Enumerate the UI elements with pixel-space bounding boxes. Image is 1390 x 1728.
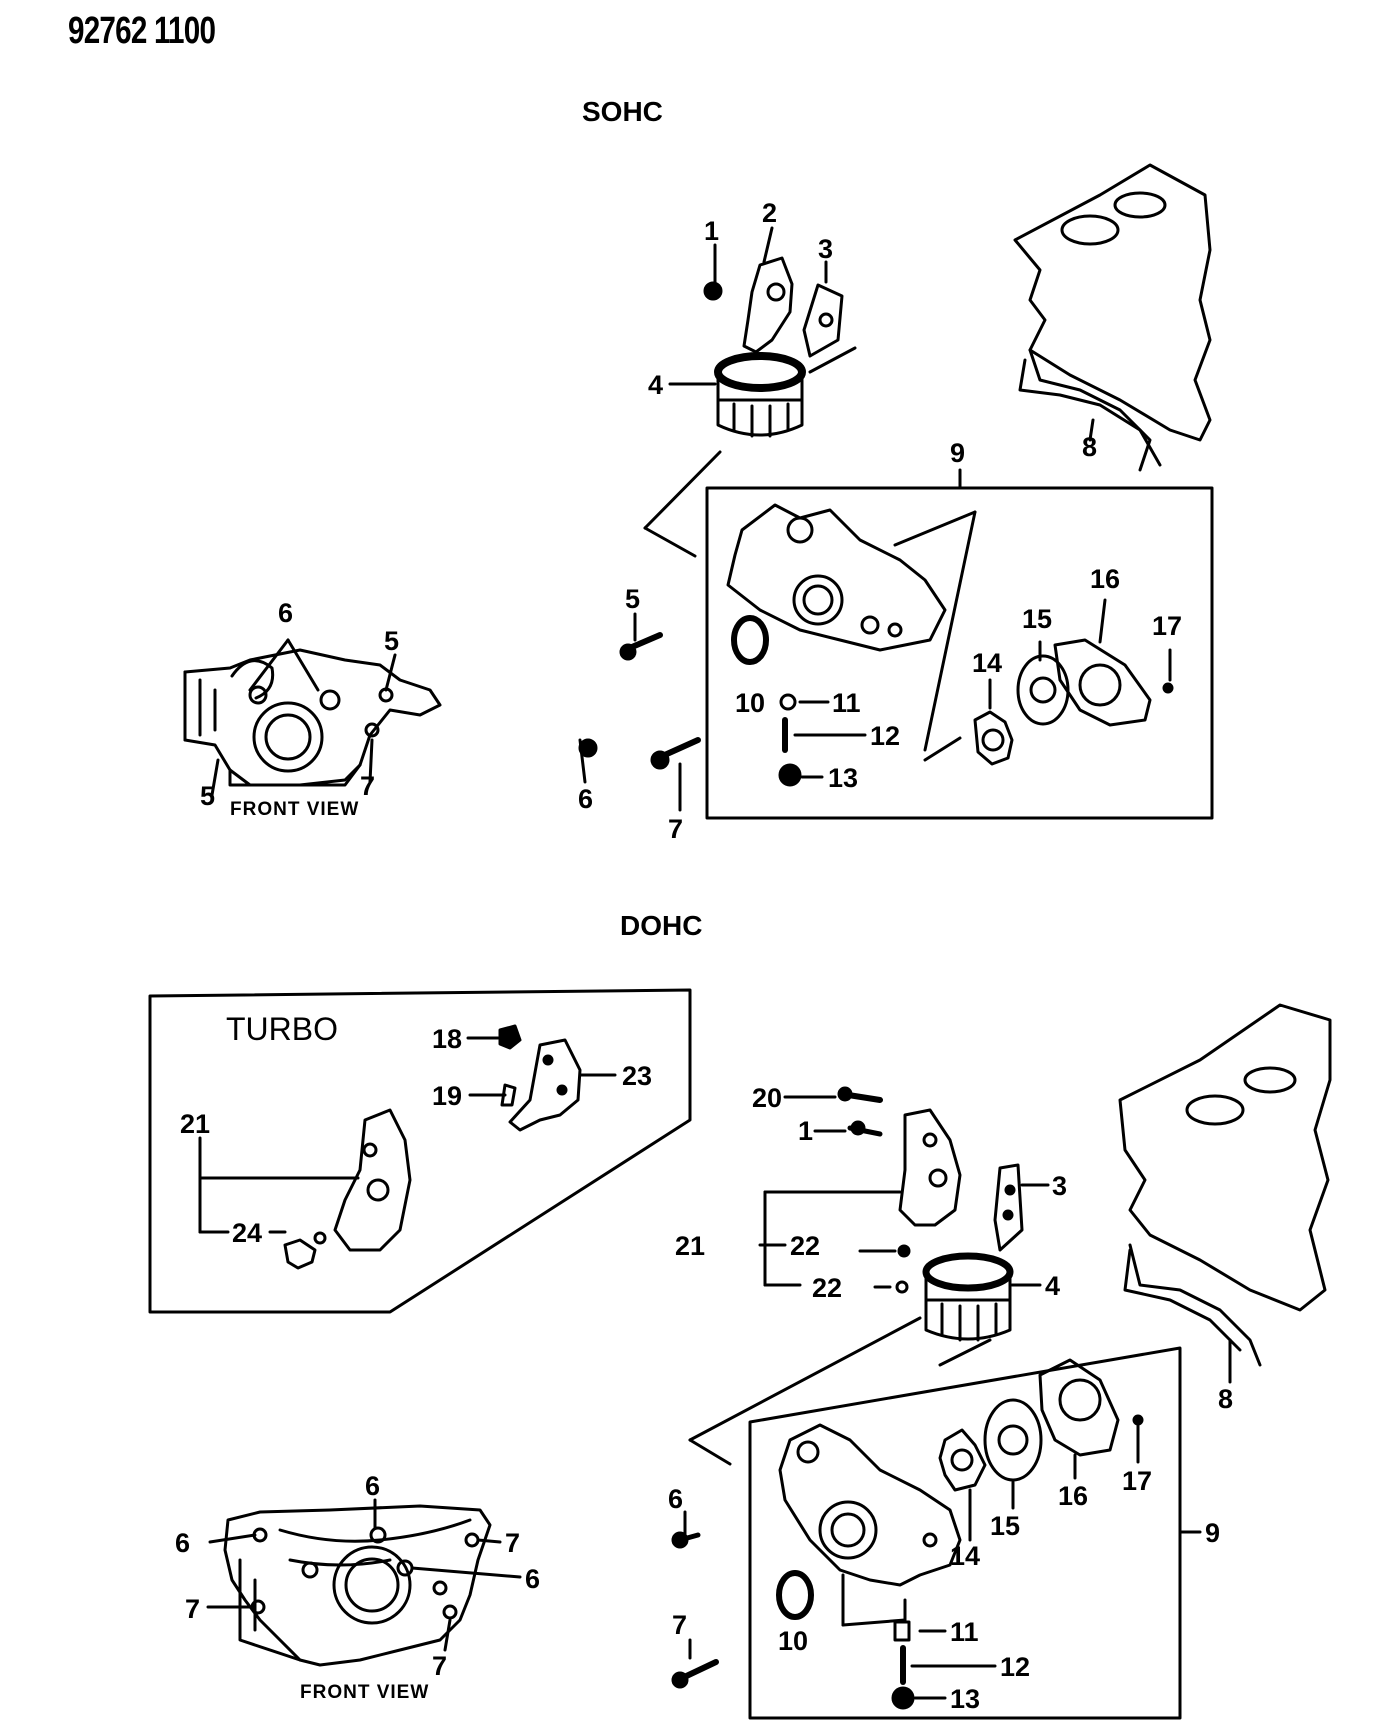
sohc-callout-15: 15 — [1022, 604, 1052, 634]
dohc-callout-20: 20 — [752, 1083, 782, 1113]
diagram-code: 92762 1100 — [68, 10, 216, 52]
dohc-part-9-box — [748, 1346, 1182, 1720]
dohc-callout-16: 16 — [1058, 1481, 1088, 1511]
sohc-part-1-bolt — [703, 243, 723, 301]
sohc-callout-5b: 5 — [384, 626, 399, 656]
sohc-parts-11-13 — [778, 693, 867, 787]
sohc-callout-4: 4 — [648, 370, 663, 400]
sohc-callout-7b: 7 — [668, 814, 683, 844]
sohc-callout-3: 3 — [818, 234, 833, 264]
sohc-callout-1: 1 — [704, 216, 719, 246]
sohc-part-8-engine-block — [1013, 163, 1212, 472]
dohc-callout-13: 13 — [950, 1684, 980, 1714]
dohc-callout-8: 8 — [1218, 1384, 1233, 1414]
sohc-callout-12: 12 — [870, 721, 900, 751]
dohc-callout-1: 1 — [798, 1116, 813, 1146]
dohc-part-20-1-bolts — [783, 1086, 883, 1137]
sohc-bolts-5-6-7 — [578, 612, 701, 812]
dohc-part-21-bracket — [758, 1108, 962, 1294]
dohc-callout-6a: 6 — [365, 1471, 380, 1501]
dohc-callout-9: 9 — [1205, 1518, 1220, 1548]
dohc-parts-14-17 — [938, 1358, 1144, 1542]
turbo-parts-drawing — [198, 1024, 617, 1270]
sohc-callout-16: 16 — [1090, 564, 1120, 594]
sohc-front-view-drawing — [183, 638, 442, 797]
dohc-part-8-engine-block — [1118, 1003, 1332, 1384]
dohc-callout-21a: 21 — [180, 1109, 210, 1139]
dohc-oil-pump-housing — [778, 1423, 962, 1587]
sohc-callout-9: 9 — [950, 438, 965, 468]
sohc-part-3-gasket — [802, 260, 844, 358]
dohc-part-4-oil-filter — [688, 1252, 1042, 1466]
turbo-inset-box — [148, 988, 692, 1314]
sohc-callout-5a: 5 — [625, 584, 640, 614]
dohc-callout-10: 10 — [778, 1626, 808, 1656]
dohc-parts-10-13 — [776, 1570, 997, 1710]
dohc-callout-11: 11 — [950, 1617, 979, 1647]
sohc-callout-7a: 7 — [360, 771, 375, 801]
dohc-callout-6c: 6 — [525, 1564, 540, 1594]
callout-labels: 1 2 3 4 5 5 5 6 6 6 7 7 8 9 10 11 12 13 … — [175, 198, 1233, 1714]
dohc-part-3-gasket — [993, 1163, 1050, 1252]
dohc-callout-18: 18 — [432, 1024, 462, 1054]
sohc-front-view-label: FRONT VIEW — [230, 799, 359, 820]
sohc-part-2-filter-bracket — [742, 226, 794, 354]
sohc-callout-11: 11 — [832, 688, 861, 718]
sohc-part-10-oil-seal — [731, 615, 769, 665]
dohc-callout-22b: 22 — [812, 1273, 842, 1303]
sohc-callout-2: 2 — [762, 198, 777, 228]
sohc-callout-14: 14 — [972, 648, 1002, 678]
sohc-parts-14-17 — [973, 598, 1174, 766]
dohc-callout-17: 17 — [1122, 1466, 1152, 1496]
dohc-callout-3: 3 — [1052, 1171, 1067, 1201]
sohc-callout-10: 10 — [735, 688, 765, 718]
sohc-callout-17: 17 — [1152, 611, 1182, 641]
dohc-front-view-drawing — [206, 1498, 522, 1667]
dohc-callout-7b: 7 — [185, 1594, 200, 1624]
dohc-callout-23: 23 — [622, 1061, 652, 1091]
dohc-callout-21b: 21 — [675, 1231, 705, 1261]
dohc-callout-7a: 7 — [505, 1528, 520, 1558]
sohc-callout-6a: 6 — [278, 598, 293, 628]
sohc-callout-6b: 6 — [578, 784, 593, 814]
section-title-dohc: DOHC — [620, 910, 703, 941]
section-title-sohc: SOHC — [582, 96, 663, 127]
dohc-callout-14: 14 — [950, 1541, 980, 1571]
dohc-front-view-label: FRONT VIEW — [300, 1682, 429, 1703]
dohc-bolts-6-7 — [671, 1510, 719, 1689]
dohc-callout-24: 24 — [232, 1218, 262, 1248]
dohc-callout-4: 4 — [1045, 1271, 1060, 1301]
dohc-callout-7d: 7 — [672, 1610, 687, 1640]
dohc-callout-15: 15 — [990, 1511, 1020, 1541]
sohc-oil-pump-housing — [726, 503, 947, 652]
turbo-label: TURBO — [226, 1011, 338, 1047]
sohc-callout-8: 8 — [1082, 432, 1097, 462]
dohc-callout-7c: 7 — [432, 1651, 447, 1681]
dohc-callout-12: 12 — [1000, 1652, 1030, 1682]
dohc-callout-22a: 22 — [790, 1231, 820, 1261]
sohc-callout-5c: 5 — [200, 781, 215, 811]
sohc-callout-13: 13 — [828, 763, 858, 793]
sohc-part-4-oil-filter — [668, 346, 857, 438]
dohc-callout-19: 19 — [432, 1081, 462, 1111]
dohc-callout-6d: 6 — [668, 1484, 683, 1514]
dohc-callout-6b: 6 — [175, 1528, 190, 1558]
